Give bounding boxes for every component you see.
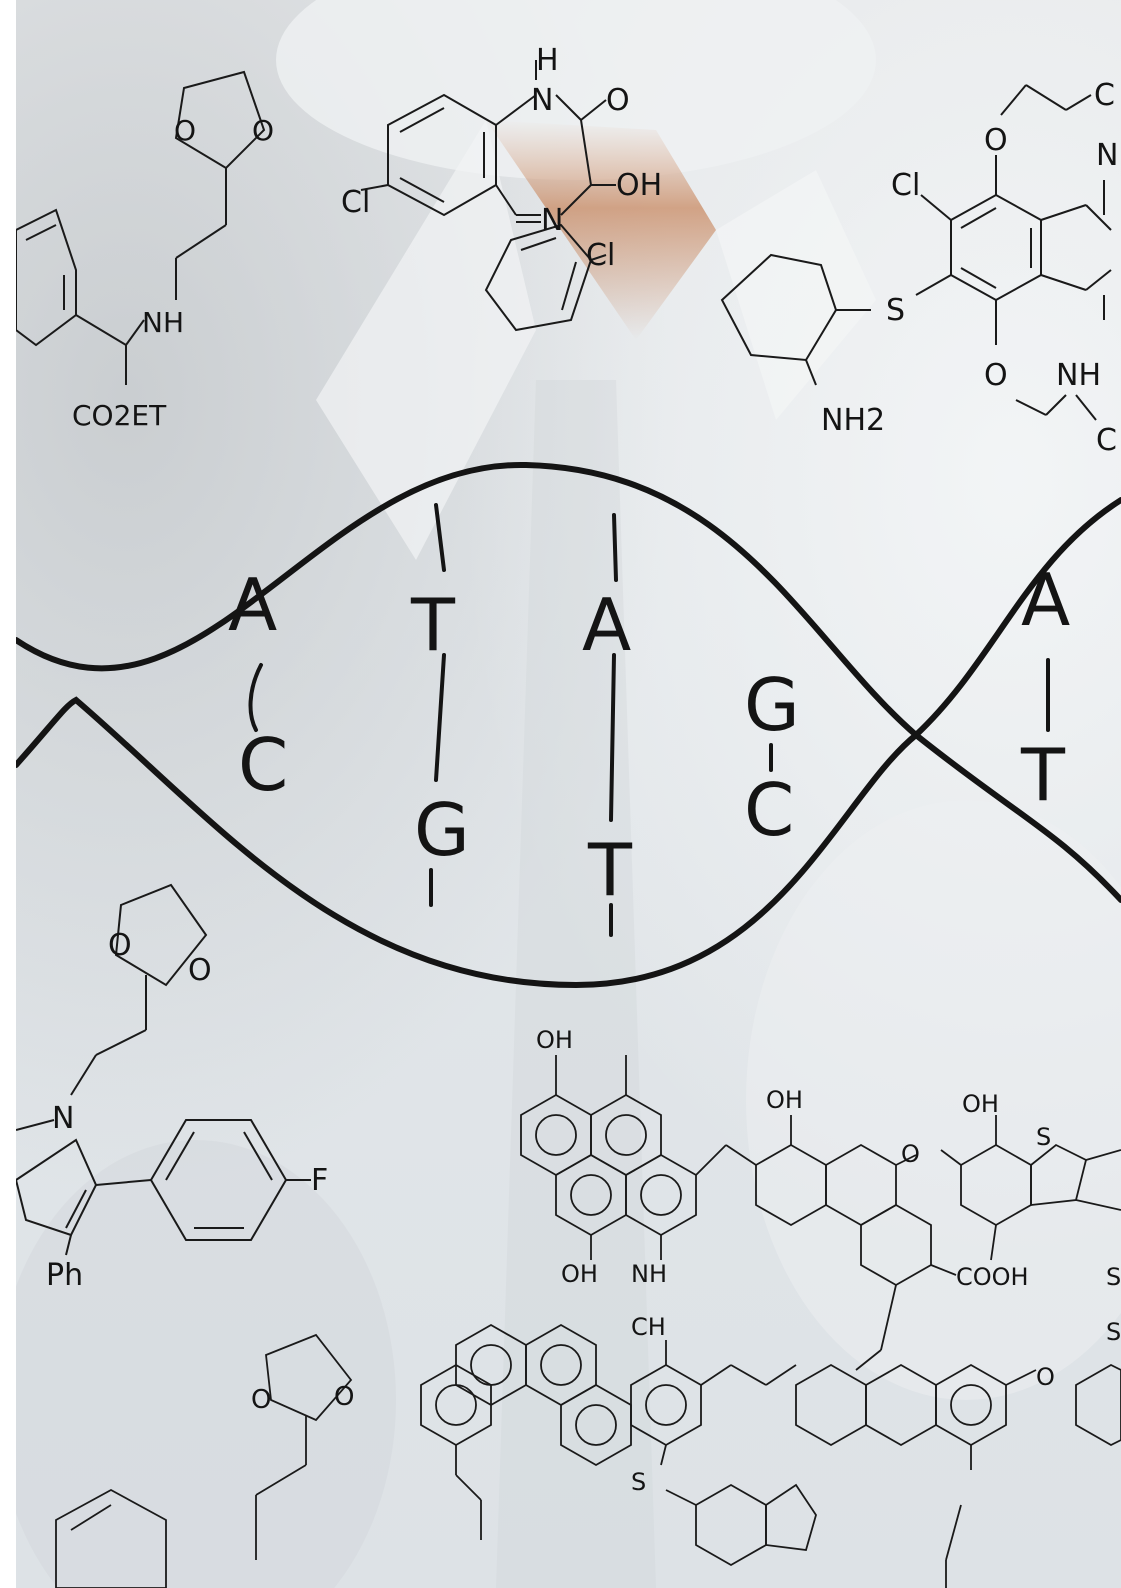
bottom-left-ring-oxygen-2: O: [188, 953, 212, 988]
bottom-left-phenyl: Ph: [46, 1258, 83, 1293]
top-left-ring-oxygen-2: O: [252, 114, 274, 147]
top-center-oxygen: O: [606, 83, 630, 118]
top-right-cut-label-1: C: [1094, 78, 1115, 113]
bottom-center-imine: NH: [631, 1260, 667, 1288]
dna-rungs: [248, 503, 1050, 937]
bottom-left-fluorine: F: [311, 1163, 328, 1198]
bottom-center-hydroxyl-3: OH: [962, 1090, 999, 1118]
bottom-center-sulfur-1: S: [1036, 1123, 1051, 1151]
dna-letters: A C T G A T G C A T: [228, 558, 1070, 912]
molecule-top-left: O O NH CO2ET: [16, 70, 274, 432]
top-left-ester: CO2ET: [72, 399, 167, 432]
molecule-top-right: Cl O O S NH NH2 N C C: [720, 78, 1118, 458]
bottom-center-methine: CH: [631, 1313, 666, 1341]
top-right-oxygen-1: O: [984, 123, 1008, 158]
photo-background: [16, 0, 1121, 1588]
top-right-chlorine: Cl: [891, 168, 920, 203]
bottom-left-nitrogen: N: [52, 1101, 74, 1136]
base-pair-5-bottom: T: [1020, 733, 1066, 817]
top-right-amino: NH2: [821, 403, 885, 438]
bottom-center-sulfur-2: S: [631, 1468, 646, 1496]
molecule-bottom-center: OH OH OH OH NH O O S S COOH CH S S: [520, 1026, 1121, 1496]
top-right-imine: NH: [1056, 358, 1101, 393]
top-left-amine: NH: [142, 306, 184, 339]
dna-helix: [16, 461, 1121, 989]
chemistry-drawing: A C T G A T G C A T: [16, 0, 1121, 1588]
bottom-center-hydroxyl-4: OH: [561, 1260, 598, 1288]
bottom-center-carboxyl: COOH: [956, 1263, 1029, 1291]
base-pair-2-bottom: G: [414, 788, 470, 872]
top-center-chlorine-2: Cl: [586, 238, 615, 273]
base-pair-3-bottom: T: [587, 828, 633, 912]
molecule-top-center: H N O OH N Cl Cl: [341, 43, 662, 332]
base-pair-4-bottom: C: [744, 768, 794, 852]
top-right-sulfur: S: [886, 293, 905, 328]
base-pair-5-top: A: [1021, 558, 1070, 642]
helix-strand-upper: [16, 461, 1121, 903]
bottom-center-cut-label-1: S: [1106, 1263, 1121, 1291]
scientist-photo: A C T G A T G C A T: [16, 0, 1121, 1588]
molecule-bottom-left: O O N F Ph: [16, 883, 328, 1293]
base-pair-1-bottom: C: [238, 723, 288, 807]
helix-strand-lower: [16, 497, 1121, 989]
molecule-bottom-lower: O O: [55, 1323, 1121, 1588]
top-center-hydroxyl: OH: [616, 168, 662, 203]
bottom-center-hydroxyl-1: OH: [536, 1026, 573, 1054]
top-center-hydrogen: H: [536, 43, 559, 78]
bottom-lower-ring-oxygen-1: O: [251, 1385, 271, 1415]
top-right-cut-label-2: C: [1096, 423, 1117, 458]
top-right-oxygen-2: O: [984, 358, 1008, 393]
bottom-center-oxygen-1: O: [901, 1140, 920, 1168]
bottom-center-cut-label-2: S: [1106, 1318, 1121, 1346]
bottom-left-ring-oxygen-1: O: [108, 928, 132, 963]
base-pair-1-top: A: [228, 563, 277, 647]
base-pair-3-top: A: [582, 583, 631, 667]
top-center-nitrogen-1: N: [531, 83, 553, 118]
left-margin-strip: [0, 0, 16, 1588]
top-left-ring-oxygen-1: O: [174, 114, 196, 147]
top-right-nitrogen: N: [1096, 138, 1118, 173]
bottom-center-hydroxyl-2: OH: [766, 1086, 803, 1114]
bottom-center-oxygen-2: O: [1036, 1363, 1055, 1391]
base-pair-2-top: T: [410, 583, 456, 667]
bottom-lower-ring-oxygen-2: O: [334, 1382, 354, 1412]
base-pair-4-top: G: [744, 663, 800, 747]
top-center-chlorine-1: Cl: [341, 185, 370, 220]
top-center-nitrogen-2: N: [541, 203, 563, 238]
